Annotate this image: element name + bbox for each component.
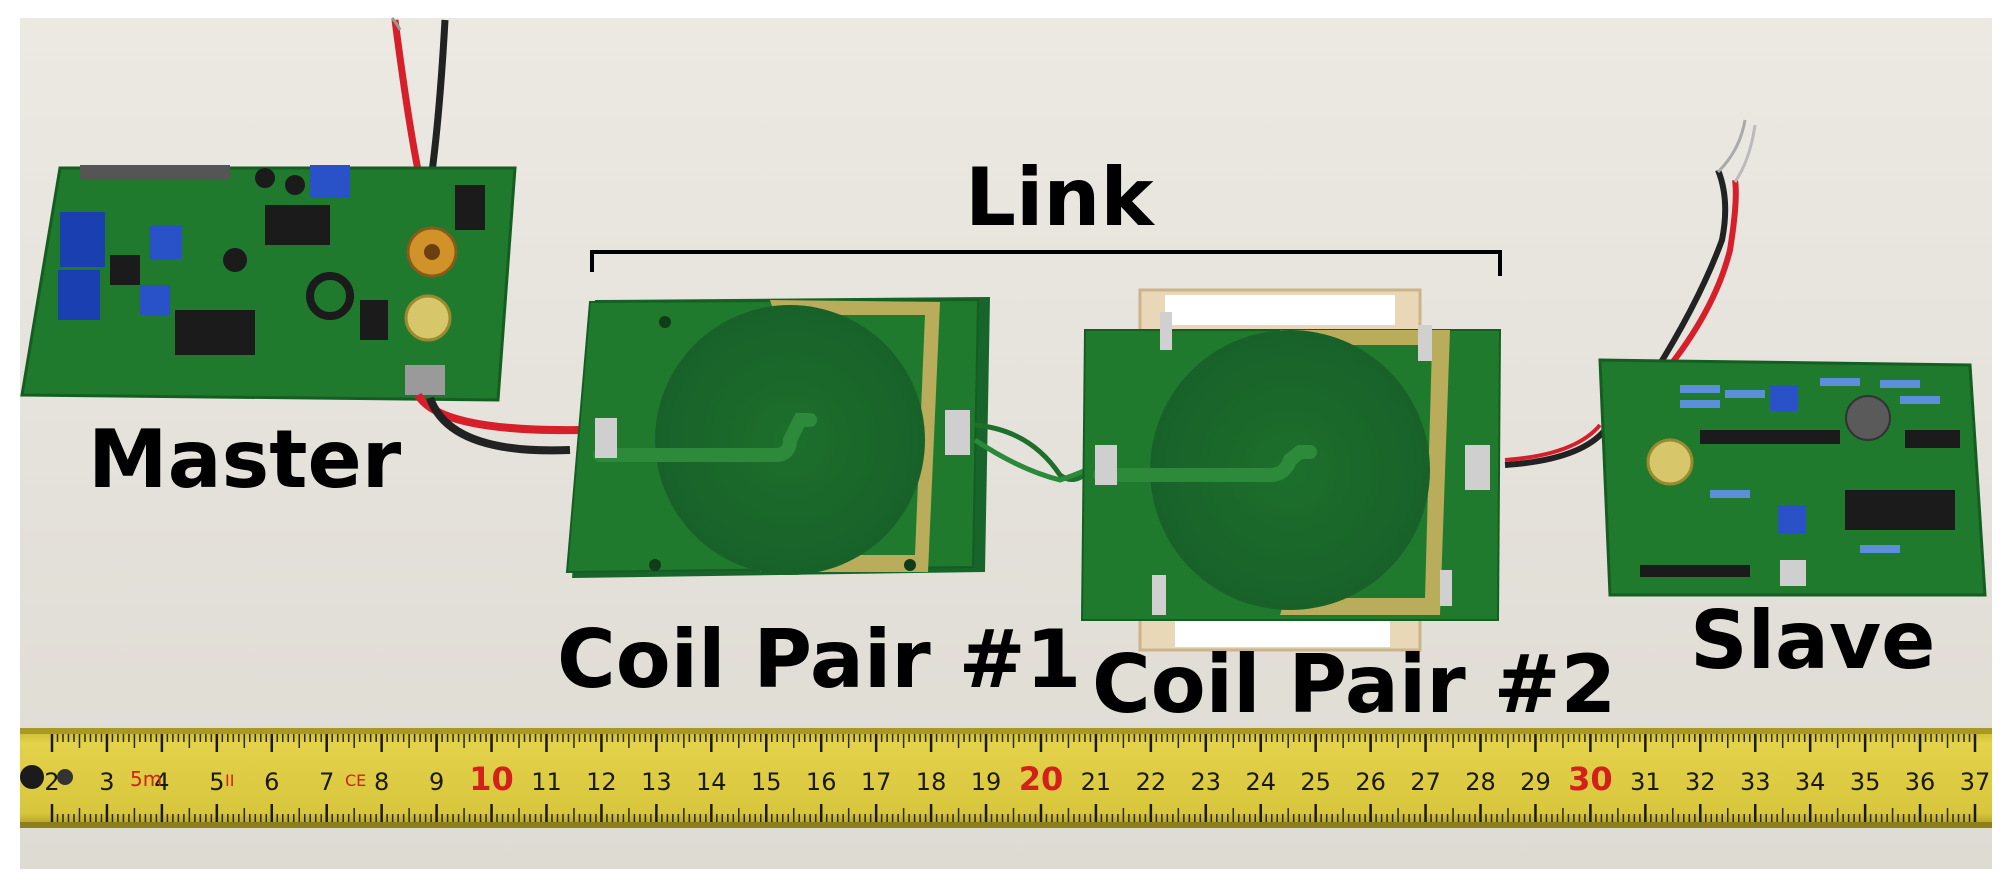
tape-number: 10 bbox=[469, 760, 514, 798]
tape-number: 15 bbox=[751, 768, 782, 796]
tape-number: 33 bbox=[1740, 768, 1771, 796]
tape-hook-icon bbox=[20, 765, 44, 789]
tape-number: 26 bbox=[1355, 768, 1386, 796]
tape-number: 27 bbox=[1410, 768, 1441, 796]
master-label: Master bbox=[88, 413, 402, 506]
tape-number: 2 bbox=[44, 768, 59, 796]
tape-number: 4 bbox=[154, 768, 169, 796]
tape-mark-ce: CE bbox=[345, 771, 366, 790]
tape-number: 8 bbox=[374, 768, 389, 796]
tape-number: 11 bbox=[531, 768, 562, 796]
link-label: Link bbox=[965, 151, 1155, 244]
tape-number: 29 bbox=[1520, 768, 1551, 796]
tape-number: 31 bbox=[1630, 768, 1661, 796]
tape-number: 23 bbox=[1191, 768, 1222, 796]
tape-number: 3 bbox=[99, 768, 114, 796]
tape-number: 9 bbox=[429, 768, 444, 796]
coil-pair-1-label: Coil Pair #1 bbox=[557, 613, 1081, 706]
tape-number: 13 bbox=[641, 768, 672, 796]
coil-pair-2-label: Coil Pair #2 bbox=[1092, 638, 1616, 731]
tape-number: 34 bbox=[1795, 768, 1826, 796]
tape-number: 20 bbox=[1019, 760, 1064, 798]
master-board bbox=[20, 17, 581, 455]
tape-number: 16 bbox=[806, 768, 837, 796]
tape-number: 18 bbox=[916, 768, 947, 796]
tape-mark-class: II bbox=[225, 771, 234, 790]
tape-number: 22 bbox=[1136, 768, 1167, 796]
tape-number: 19 bbox=[971, 768, 1002, 796]
tape-number: 25 bbox=[1300, 768, 1331, 796]
tape-number: 17 bbox=[861, 768, 892, 796]
coil-pair-2-board bbox=[1080, 288, 1502, 652]
tape-number: 21 bbox=[1081, 768, 1112, 796]
tape-rivet-icon bbox=[57, 769, 73, 785]
tape-number: 6 bbox=[264, 768, 279, 796]
tape-number: 7 bbox=[319, 768, 334, 796]
tape-number: 37 bbox=[1960, 768, 1991, 796]
link-bracket bbox=[590, 250, 1502, 276]
tape-number: 24 bbox=[1245, 768, 1276, 796]
tape-number: 28 bbox=[1465, 768, 1496, 796]
tape-number: 30 bbox=[1568, 760, 1613, 798]
coil-pair-1-board bbox=[565, 297, 990, 578]
tape-number: 35 bbox=[1850, 768, 1881, 796]
slave-label: Slave bbox=[1690, 594, 1935, 687]
tape-number: 14 bbox=[696, 768, 727, 796]
tape-number: 36 bbox=[1905, 768, 1936, 796]
slave-board bbox=[1504, 119, 1987, 597]
tape-number: 5 bbox=[209, 768, 224, 796]
tape-number: 12 bbox=[586, 768, 617, 796]
tape-number: 32 bbox=[1685, 768, 1716, 796]
tape-mark-5m: 5m bbox=[130, 767, 162, 791]
